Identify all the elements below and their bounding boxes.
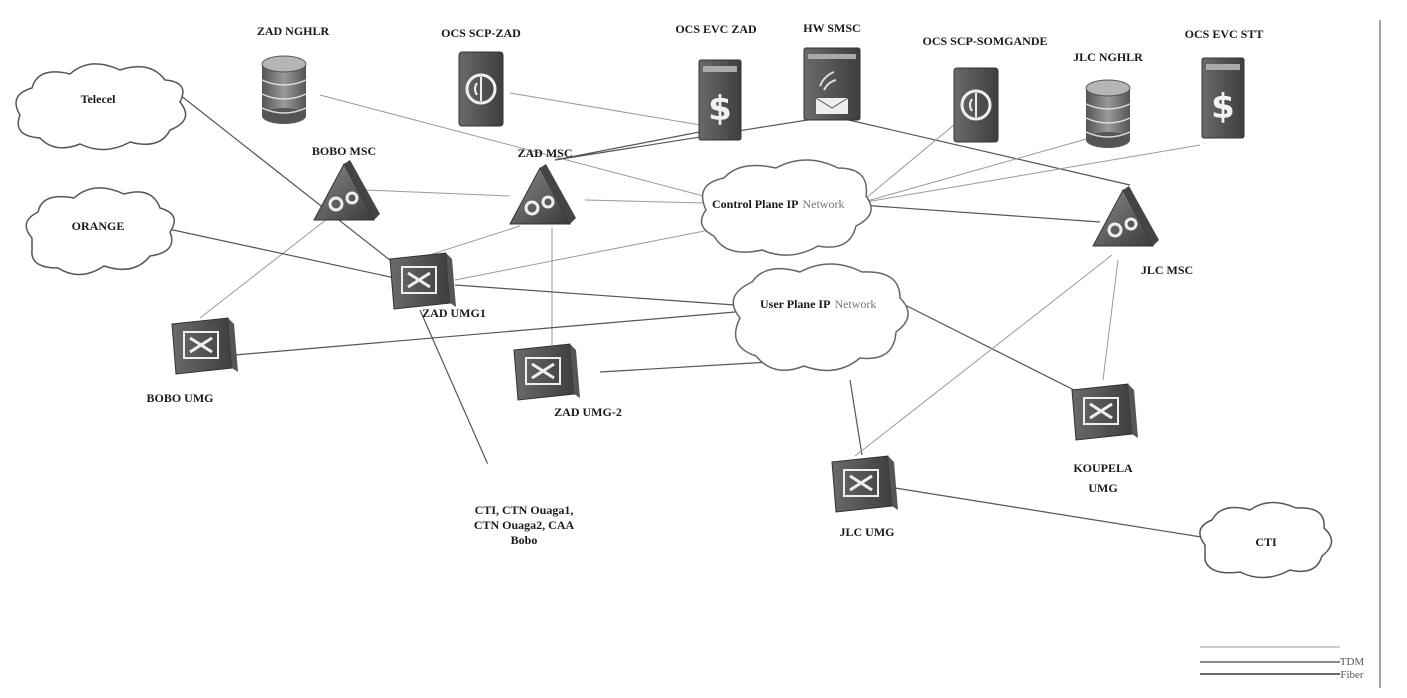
link-userplane-jlcumg: [849, 379, 863, 456]
label-zad-nghlr: ZAD NGHLR: [257, 24, 330, 38]
control-plane-label-light: Network: [802, 197, 844, 211]
label-jlc-umg: JLC UMG: [840, 525, 895, 539]
link-zadmsc-umg1: [419, 225, 521, 259]
link-jlc-nghlr-control: [859, 137, 1091, 204]
cloud-telecel: Telecel: [15, 63, 187, 151]
link-bobomsc-bobo-umg: [199, 204, 346, 319]
link-smsc-jlcmsc: [839, 117, 1131, 186]
label-jlc-msc: JLC MSC: [1141, 263, 1193, 277]
link-evc-zad-zadmsc: [554, 127, 721, 161]
cti-list-line-3: Bobo: [511, 533, 538, 547]
link-jlcumg-cti: [894, 487, 1221, 541]
node-koupela-umg: KOUPELA UMG: [1070, 382, 1140, 495]
node-zad-nghlr: ZAD NGHLR: [257, 24, 330, 125]
control-plane-label-bold: Control Plane IP: [712, 197, 798, 211]
label-koupela-umg-line1: KOUPELA: [1073, 461, 1133, 475]
link-evc-stt-control: [859, 144, 1201, 204]
label-zad-umg1: ZAD UMG1: [422, 306, 486, 320]
node-zad-umg1: ZAD UMG1: [388, 251, 486, 320]
link-zad-nghlr-control: [319, 94, 731, 204]
label-ocs-scp-zad: OCS SCP-ZAD: [441, 26, 521, 40]
node-bobo-umg: BOBO UMG: [146, 316, 240, 405]
label-zad-msc: ZAD MSC: [517, 146, 572, 160]
link-umg1-control: [454, 224, 736, 281]
node-zad-msc: ZAD MSC: [508, 146, 578, 226]
connection-lines: [149, 92, 1221, 541]
label-ocs-evc-stt: OCS EVC STT: [1185, 27, 1264, 41]
node-hw-smsc: HW SMSC: [803, 21, 861, 121]
label-bobo-msc: BOBO MSC: [312, 144, 376, 158]
cloud-cti-right-label: CTI: [1255, 535, 1277, 549]
node-ocs-evc-zad: OCS EVC ZAD: [675, 22, 757, 141]
cloud-user-plane: User Plane IP Network: [732, 263, 909, 372]
link-bobomsc-zadmsc: [364, 189, 511, 197]
link-orange-umg1: [149, 224, 396, 279]
link-umg1-cti: [419, 309, 501, 493]
user-plane-label-bold: User Plane IP: [760, 297, 830, 311]
cloud-orange: ORANGE: [25, 187, 175, 276]
user-plane-label-light: Network: [834, 297, 876, 311]
node-ocs-scp-zad: OCS SCP-ZAD: [441, 26, 521, 128]
node-zad-umg2: ZAD UMG-2: [512, 342, 622, 419]
link-control-jlcmsc: [859, 204, 1101, 223]
cloud-orange-label: ORANGE: [72, 219, 125, 233]
cloud-cti-right: CTI: [1199, 501, 1333, 579]
link-jlcmsc-jlcumg: [854, 254, 1113, 457]
cloud-control-plane: Control Plane IP Network: [700, 159, 872, 256]
cti-list-line-1: CTI, CTN Ouaga1,: [475, 503, 574, 517]
link-jlcmsc-koupela: [1102, 259, 1119, 381]
legend-fiber-label: Fiber: [1340, 669, 1364, 681]
legend-tdm-label: TDM: [1340, 656, 1365, 668]
node-ocs-evc-stt: OCS EVC STT: [1185, 27, 1264, 139]
cloud-user-plane-label: User Plane IP Network: [760, 297, 876, 311]
label-ocs-scp-somgande: OCS SCP-SOMGANDE: [922, 34, 1047, 48]
link-telecel-umg1: [179, 94, 401, 269]
label-hw-smsc: HW SMSC: [803, 21, 860, 35]
link-scp-som-control: [859, 119, 961, 204]
label-jlc-nghlr: JLC NGHLR: [1073, 50, 1143, 64]
label-ocs-evc-zad: OCS EVC ZAD: [675, 22, 757, 36]
link-zadmsc-control: [584, 199, 706, 204]
cti-list-line-2: CTN Ouaga2, CAA: [474, 518, 575, 532]
legend: TDM Fiber: [1200, 20, 1381, 688]
node-ocs-scp-somgande: OCS SCP-SOMGANDE: [922, 34, 1048, 144]
label-zad-umg2: ZAD UMG-2: [554, 405, 622, 419]
link-userplane-koupela: [904, 304, 1079, 393]
link-scp-zad-control: [509, 92, 731, 131]
node-jlc-nghlr: JLC NGHLR: [1073, 50, 1143, 149]
label-bobo-umg: BOBO UMG: [146, 391, 213, 405]
cloud-telecel-label: Telecel: [81, 92, 117, 106]
link-umg1-userplane: [454, 284, 736, 306]
node-jlc-msc: JLC MSC: [1091, 184, 1193, 277]
link-bobo-umg-userplane: [234, 311, 736, 356]
link-smsc-zadmsc: [554, 117, 821, 161]
label-koupela-umg-line2: UMG: [1088, 481, 1117, 495]
cloud-control-plane-label: Control Plane IP Network: [712, 197, 844, 211]
node-jlc-umg: JLC UMG: [830, 454, 900, 539]
link-umg2-userplane: [599, 361, 771, 373]
cloud-cti-list: CTI, CTN Ouaga1, CTN Ouaga2, CAA Bobo: [449, 458, 598, 561]
node-bobo-msc: BOBO MSC: [312, 144, 382, 222]
